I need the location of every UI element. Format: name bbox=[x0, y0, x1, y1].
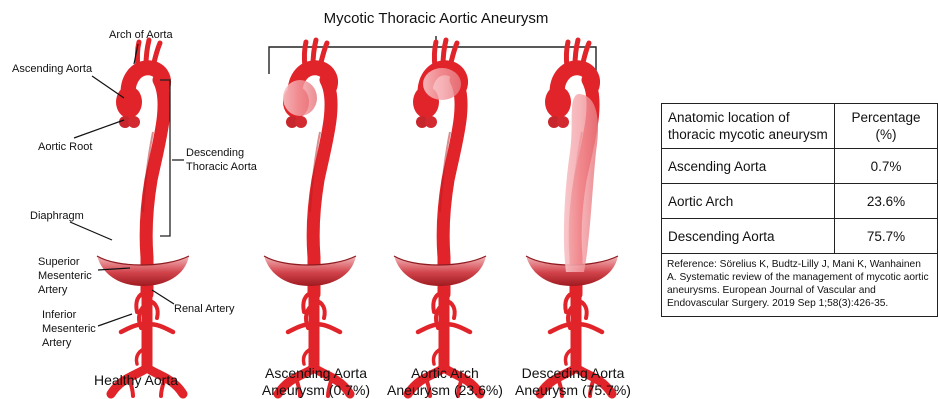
ascending-aneurysm-illustration bbox=[264, 40, 356, 396]
label-arch-of-aorta: Arch of Aorta bbox=[109, 29, 173, 41]
caption-arch-line1: Aortic Arch bbox=[411, 365, 479, 381]
healthy-aorta-illustration bbox=[97, 40, 189, 396]
caption-healthy-aorta: Healthy Aorta bbox=[94, 372, 178, 388]
arch-aneurysm-highlight bbox=[423, 68, 461, 100]
header-location: Anatomic location of thoracic mycotic an… bbox=[662, 104, 835, 149]
caption-ascending-line2: Aneurysm (0.7%) bbox=[262, 382, 370, 398]
label-ascending-aorta: Ascending Aorta bbox=[12, 63, 93, 75]
descending-aneurysm-highlight bbox=[564, 94, 598, 272]
ascending-aneurysm-highlight bbox=[283, 80, 317, 116]
table-row: Descending Aorta 75.7% bbox=[662, 219, 938, 254]
header-location-line2: thoracic mycotic aneurysm bbox=[668, 127, 828, 142]
table-row: Aortic Arch 23.6% bbox=[662, 184, 938, 219]
label-diaphragm: Diaphragm bbox=[30, 210, 84, 222]
header-location-line1: Anatomic location of bbox=[668, 110, 790, 125]
label-ima-line1: Inferior bbox=[42, 309, 77, 321]
label-descending-line1: Descending bbox=[186, 147, 244, 159]
caption-descending-line1: Desceding Aorta bbox=[522, 365, 625, 381]
location-percentage-table: Anatomic location of thoracic mycotic an… bbox=[661, 103, 938, 317]
label-sma-line2: Mesenteric bbox=[38, 270, 92, 282]
arch-aneurysm-illustration bbox=[394, 40, 486, 396]
label-sma-line1: Superior bbox=[38, 256, 80, 268]
row-percentage: 75.7% bbox=[835, 219, 938, 254]
label-ima-line3: Artery bbox=[42, 337, 72, 349]
caption-ascending-line1: Ascending Aorta bbox=[265, 365, 367, 381]
reference-note: Reference: Sörelius K, Budtz-Lilly J, Ma… bbox=[661, 254, 938, 317]
label-renal-artery: Renal Artery bbox=[174, 303, 235, 315]
header-percentage: Percentage (%) bbox=[835, 104, 938, 149]
table-row: Ascending Aorta 0.7% bbox=[662, 149, 938, 184]
caption-arch-line2: Aneurysm (23.6%) bbox=[387, 382, 503, 398]
caption-descending-line2: Aneurysm (75.7%) bbox=[515, 382, 631, 398]
label-ima-line2: Mesenteric bbox=[42, 323, 96, 335]
row-location: Ascending Aorta bbox=[662, 149, 835, 184]
label-aortic-root: Aortic Root bbox=[38, 141, 92, 153]
row-location: Aortic Arch bbox=[662, 184, 835, 219]
data-table: Anatomic location of thoracic mycotic an… bbox=[661, 103, 938, 254]
label-sma-line3: Artery bbox=[38, 284, 68, 296]
diagram-title: Mycotic Thoracic Aortic Aneurysm bbox=[324, 10, 549, 27]
row-location: Descending Aorta bbox=[662, 219, 835, 254]
table-header-row: Anatomic location of thoracic mycotic an… bbox=[662, 104, 938, 149]
row-percentage: 0.7% bbox=[835, 149, 938, 184]
descending-aneurysm-illustration bbox=[526, 40, 618, 396]
row-percentage: 23.6% bbox=[835, 184, 938, 219]
label-descending-line2: Thoracic Aorta bbox=[186, 161, 258, 173]
